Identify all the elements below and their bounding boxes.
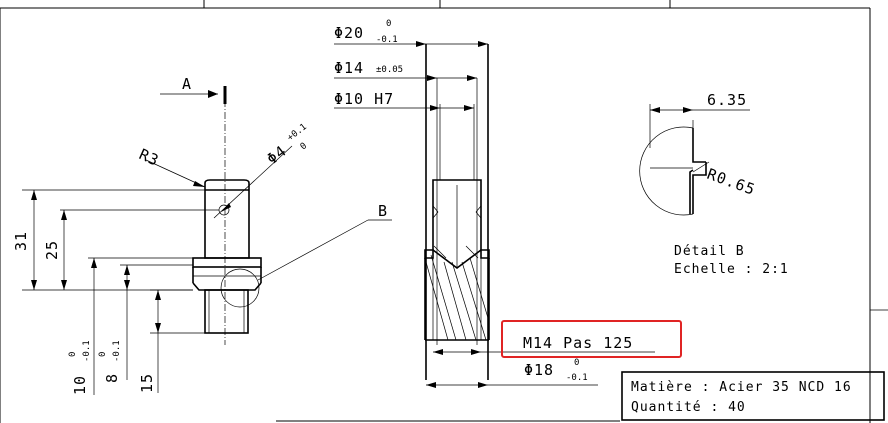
- detail-scale: Echelle : 2:1: [674, 262, 789, 277]
- dim-phi10h7: Φ10 H7: [334, 90, 474, 111]
- detail-b-circle: [220, 268, 260, 308]
- thread-callout-label: M14 Pas 125: [523, 334, 633, 352]
- view-label-a: A: [182, 75, 192, 93]
- dim-8: 8: [103, 373, 121, 383]
- detail-b-leader: B: [257, 202, 392, 281]
- detail-width-label: 6.35: [707, 91, 747, 109]
- radius-r3-callout: R3: [136, 145, 206, 188]
- dim-25: 25: [43, 240, 61, 260]
- section-view: [424, 44, 490, 380]
- dim-phi14-tol: ±0.05: [376, 65, 403, 75]
- view-a-indicator: A: [160, 75, 227, 104]
- hole-diameter-tol-lower: 0: [299, 141, 309, 152]
- part-side-view: [192, 100, 262, 345]
- title-quantity: Quantité : 40: [631, 400, 746, 415]
- title-material: Matière : Acier 35 NCD 16: [631, 380, 852, 395]
- dim-phi14-label: Φ14: [334, 59, 364, 77]
- detail-b-view: 6.35 R0.65 Détail B Echelle : 2:1: [639, 91, 789, 277]
- detail-radius-label: R0.65: [705, 165, 758, 199]
- dim-15: 15: [138, 373, 156, 393]
- hole-diameter-callout: Φ4 +0.1 0: [213, 122, 309, 219]
- dim-phi18-tol-lower: -0.1: [566, 373, 588, 383]
- dim-10-tol-upper: 0: [68, 352, 78, 357]
- dim-8-tol-upper: 0: [98, 352, 108, 357]
- dim-phi20-label: Φ20: [334, 24, 364, 42]
- dim-phi20-tol-lower: -0.1: [376, 35, 398, 45]
- hole-diameter-label: Φ4: [263, 142, 290, 169]
- radius-r3-label: R3: [136, 145, 162, 170]
- dim-phi18-tol-upper: 0: [574, 358, 579, 368]
- dim-10-tol-lower: -0.1: [82, 340, 92, 362]
- dim-phi18-label: Φ18: [524, 361, 554, 379]
- title-block: Matière : Acier 35 NCD 16 Quantité : 40: [621, 371, 885, 421]
- hole-diameter-tol-upper: +0.1: [286, 122, 309, 143]
- dim-31: 31: [12, 231, 30, 251]
- dim-8-tol-lower: -0.1: [112, 340, 122, 362]
- dim-phi20: Φ20 0 -0.1: [334, 19, 488, 47]
- dim-phi20-tol-upper: 0: [386, 19, 391, 29]
- detail-title: Détail B: [674, 244, 745, 259]
- left-dimensions: 31 25 10 0 -0.1 8 0 -0.1 15: [12, 189, 219, 395]
- dim-10: 10: [71, 375, 89, 395]
- dim-phi10h7-label: Φ10 H7: [334, 90, 394, 108]
- dim-phi18: Φ18 0 -0.1: [426, 358, 598, 388]
- thread-callout: M14 Pas 125: [433, 320, 682, 358]
- highlight-box: [501, 320, 682, 358]
- section-label-b: B: [378, 202, 388, 220]
- dim-phi14: Φ14 ±0.05: [334, 59, 477, 81]
